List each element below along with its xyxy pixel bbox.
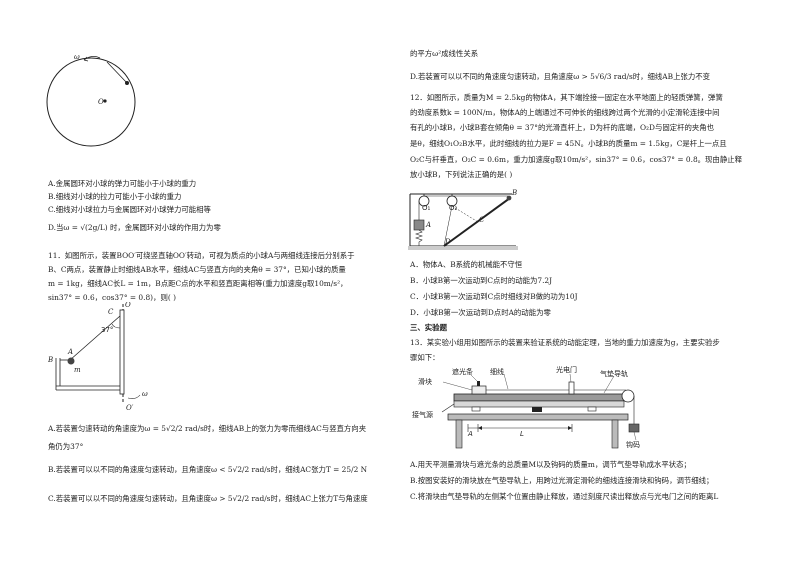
q12-line-4: 是θ，细线O₁O₂B水平，此时细线的拉力是F = 45N。小球B的质量m = 1… bbox=[410, 139, 727, 148]
q11-option-a: A.若装置匀速转动的角速度为ω = 5√2/2 rad/s时，细线AB上的张力为… bbox=[48, 424, 367, 433]
pulley-o1-label: O₁ bbox=[422, 204, 431, 212]
q11-line-4: sin37° = 0.6，cos37° = 0.8)，则( ) bbox=[48, 293, 176, 302]
q13-line-1: 13．某实验小组用如图所示的装置来验证系统的动能定理，当地的重力加速度为g，主要… bbox=[410, 338, 720, 347]
frame-figure: O C 37° A B m ω O′ bbox=[48, 302, 168, 414]
q12-line-2: 的劲度系数k = 100N/m，物体A的上端通过不可伸长的细线跨过两个光滑的小定… bbox=[410, 108, 720, 117]
left-column: ω O A.金属圆环对小球的弹力可能小于小球的重力 B.细线对小球的拉力可能小于… bbox=[44, 0, 390, 562]
q10-option-c: C.细线对小球拉力与金属圆环对小球弹力可能相等 bbox=[48, 205, 211, 214]
frame-o-label: O bbox=[125, 302, 131, 309]
frame-m-label: m bbox=[74, 366, 81, 374]
frame-a-label: A bbox=[67, 348, 73, 356]
q13-step-a: A.用天平测量滑块与遮光条的总质量M以及钩码的质量m，调节气垫导轨成水平状态； bbox=[410, 460, 691, 469]
q11-line-2: B、C两点，装置静止时细线AB水平，细线AC与竖直方向的夹角θ = 37°，已知… bbox=[48, 265, 346, 274]
label-l: L bbox=[520, 430, 524, 438]
label-weight: 钩码 bbox=[626, 441, 640, 449]
pulley-d-label: D bbox=[444, 238, 451, 246]
pulley-o2-label: O₂ bbox=[449, 204, 458, 212]
q12-option-d: D．小球B第一次运动到D点时A的动能为零 bbox=[410, 308, 551, 317]
label-a: A bbox=[468, 430, 473, 438]
ring-center-label: O bbox=[98, 98, 104, 106]
right-column: 的平方ω²成线性关系 D.若装置可以以不同的角速度匀速转动，且角速度ω > 5√… bbox=[406, 0, 752, 562]
label-photogate: 光电门 bbox=[556, 366, 577, 374]
q13-line-2: 骤如下： bbox=[410, 353, 440, 362]
q11-line-1: 11．如图所示，装置BOO′可绕竖直轴OO′转动，可视为质点的小球A与两细线连接… bbox=[48, 251, 355, 260]
q11-option-a-cont: 角仍为37° bbox=[48, 442, 84, 451]
pulley-figure: O₁ O₂ B C A D bbox=[408, 186, 520, 254]
pulley-c-label: C bbox=[479, 216, 485, 224]
q11-option-c-cont: 的平方ω²成线性关系 bbox=[410, 49, 479, 58]
pulley-a-label: A bbox=[425, 221, 431, 229]
q10-option-d: D.当ω = √(2g/L) 时，金属圆环对小球的作用力为零 bbox=[48, 223, 221, 232]
ring-omega-label: ω bbox=[74, 53, 80, 61]
frame-oprime-label: O′ bbox=[126, 404, 134, 412]
q11-option-b: B.若装置可以以不同的角速度匀速转动，且角速度ω < 5√2/2 rad/s时，… bbox=[48, 465, 368, 474]
frame-b-label: B bbox=[48, 356, 53, 364]
q11-option-d: D.若装置可以以不同的角速度匀速转动，且角速度ω > 5√6/3 rad/s时，… bbox=[410, 72, 711, 81]
q10-option-b: B.细线对小球的拉力可能小于小球的重力 bbox=[48, 192, 182, 201]
frame-omega-label: ω bbox=[142, 390, 148, 398]
air-track-figure: 遮光条 细线 光电门 气垫导轨 滑块 接气源 A L 钩码 bbox=[408, 364, 658, 456]
q11-line-3: m = 1kg，细线AC长L = 1m，B点距C点的水平和竖直距离相等(重力加速… bbox=[48, 279, 348, 288]
frame-c-label: C bbox=[108, 308, 114, 316]
frame-angle-label: 37° bbox=[101, 326, 113, 334]
q12-option-c: C．小球B第一次运动到C点时细线对B做的功为10J bbox=[410, 292, 578, 301]
q11-option-c: C.若装置可以以不同的角速度匀速转动，且角速度ω > 5√2/2 rad/s时，… bbox=[48, 494, 368, 503]
q12-option-a: A．物体A、B系统的机械能不守恒 bbox=[410, 260, 523, 269]
q12-option-b: B．小球B第一次运动到C点时的动能为7.2J bbox=[410, 276, 553, 285]
label-shading-strip: 遮光条 bbox=[452, 368, 473, 376]
q12-line-3: 有孔的小球B，小球B套在倾角θ = 37°的光滑直杆上，D为杆的底端，O₂D与固… bbox=[410, 123, 715, 132]
label-slider: 滑块 bbox=[418, 378, 432, 386]
ring-figure: ω O bbox=[44, 52, 144, 162]
q12-line-1: 12．如图所示，质量为M = 2.5kg的物体A，其下端拴接一固定在水平地面上的… bbox=[410, 93, 723, 102]
q12-line-5: O₂C与杆垂直，O₂C = 0.6m，重力加速度g取10m/s²，sin37° … bbox=[410, 155, 742, 164]
q13-step-c: C.将滑块由气垫导轨的左侧某个位置由静止释放，通过刻度尺读出释放点与光电门之间的… bbox=[410, 492, 719, 501]
section-title-experiment: 三、实验题 bbox=[410, 323, 447, 332]
q10-option-a: A.金属圆环对小球的弹力可能小于小球的重力 bbox=[48, 179, 197, 188]
label-air-source: 接气源 bbox=[412, 411, 433, 419]
pulley-b-label: B bbox=[511, 189, 517, 197]
label-string: 细线 bbox=[490, 368, 504, 376]
q12-line-6: 放小球B，下列说法正确的是( ) bbox=[410, 170, 513, 179]
label-air-track: 气垫导轨 bbox=[600, 370, 628, 378]
q13-step-b: B.按图安装好的滑块放在气垫导轨上，用跨过光滑定滑轮的细线连接滑块和钩码，调节细… bbox=[410, 476, 714, 485]
